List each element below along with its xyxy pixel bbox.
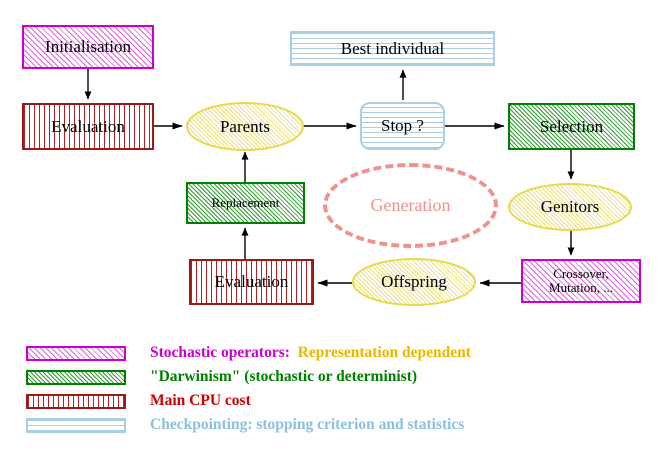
node-label: Evaluation	[51, 116, 125, 136]
node-selection[interactable]: Selection	[508, 103, 635, 150]
legend-row-darwinism: "Darwinism" (stochastic or determinist)	[26, 365, 646, 389]
node-replacement[interactable]: Replacement	[186, 182, 305, 224]
node-genitors[interactable]: Genitors	[508, 183, 632, 231]
node-label: Evaluation	[214, 272, 289, 292]
legend-label: Main CPU cost	[150, 392, 251, 410]
node-crossover[interactable]: Crossover, Mutation, ...	[521, 259, 641, 303]
legend-label-part: Checkpointing: stopping criterion and st…	[150, 416, 465, 433]
generation-marker: Generation	[323, 163, 498, 248]
legend-swatch-blue	[26, 417, 126, 433]
legend-label: Checkpointing: stopping criterion and st…	[150, 416, 464, 434]
node-label: Best individual	[340, 38, 445, 58]
node-label: Offspring	[381, 272, 447, 292]
legend-row-stochastic-operators: Stochastic operators: Representation dep…	[26, 341, 646, 365]
node-initialisation[interactable]: Initialisation	[22, 25, 154, 69]
node-label: Initialisation	[45, 37, 131, 57]
legend-row-main-cpu-cost: Main CPU cost	[26, 389, 646, 413]
node-label: Genitors	[540, 197, 600, 217]
node-label: Selection	[539, 116, 604, 136]
legend-label: Stochastic operators: Representation dep…	[150, 344, 471, 362]
legend-label-part: Stochastic operators:	[150, 344, 290, 361]
legend-swatch-magenta	[26, 345, 126, 361]
node-evaluation-bot[interactable]: Evaluation	[189, 259, 314, 305]
node-label: Stop ?	[381, 116, 424, 136]
legend-row-checkpointing: Checkpointing: stopping criterion and st…	[26, 413, 646, 437]
node-best-individual[interactable]: Best individual	[290, 31, 495, 66]
node-stop[interactable]: Stop ?	[360, 102, 445, 150]
node-evaluation-top[interactable]: Evaluation	[22, 103, 154, 150]
legend-label-part: "Darwinism" (stochastic or determinist)	[150, 368, 418, 385]
node-label: Replacement	[211, 195, 280, 211]
legend-label-part: Main CPU cost	[150, 392, 251, 409]
legend: Stochastic operators: Representation dep…	[26, 341, 646, 437]
generation-marker-label: Generation	[370, 195, 451, 215]
legend-label: "Darwinism" (stochastic or determinist)	[150, 368, 417, 386]
legend-label-part: Representation dependent	[289, 344, 471, 361]
node-parents[interactable]: Parents	[186, 102, 304, 151]
node-label: Parents	[219, 116, 271, 136]
node-offspring[interactable]: Offspring	[352, 258, 476, 306]
legend-swatch-red	[26, 393, 126, 409]
node-label: Crossover, Mutation, ...	[549, 266, 613, 295]
legend-swatch-green	[26, 369, 126, 385]
